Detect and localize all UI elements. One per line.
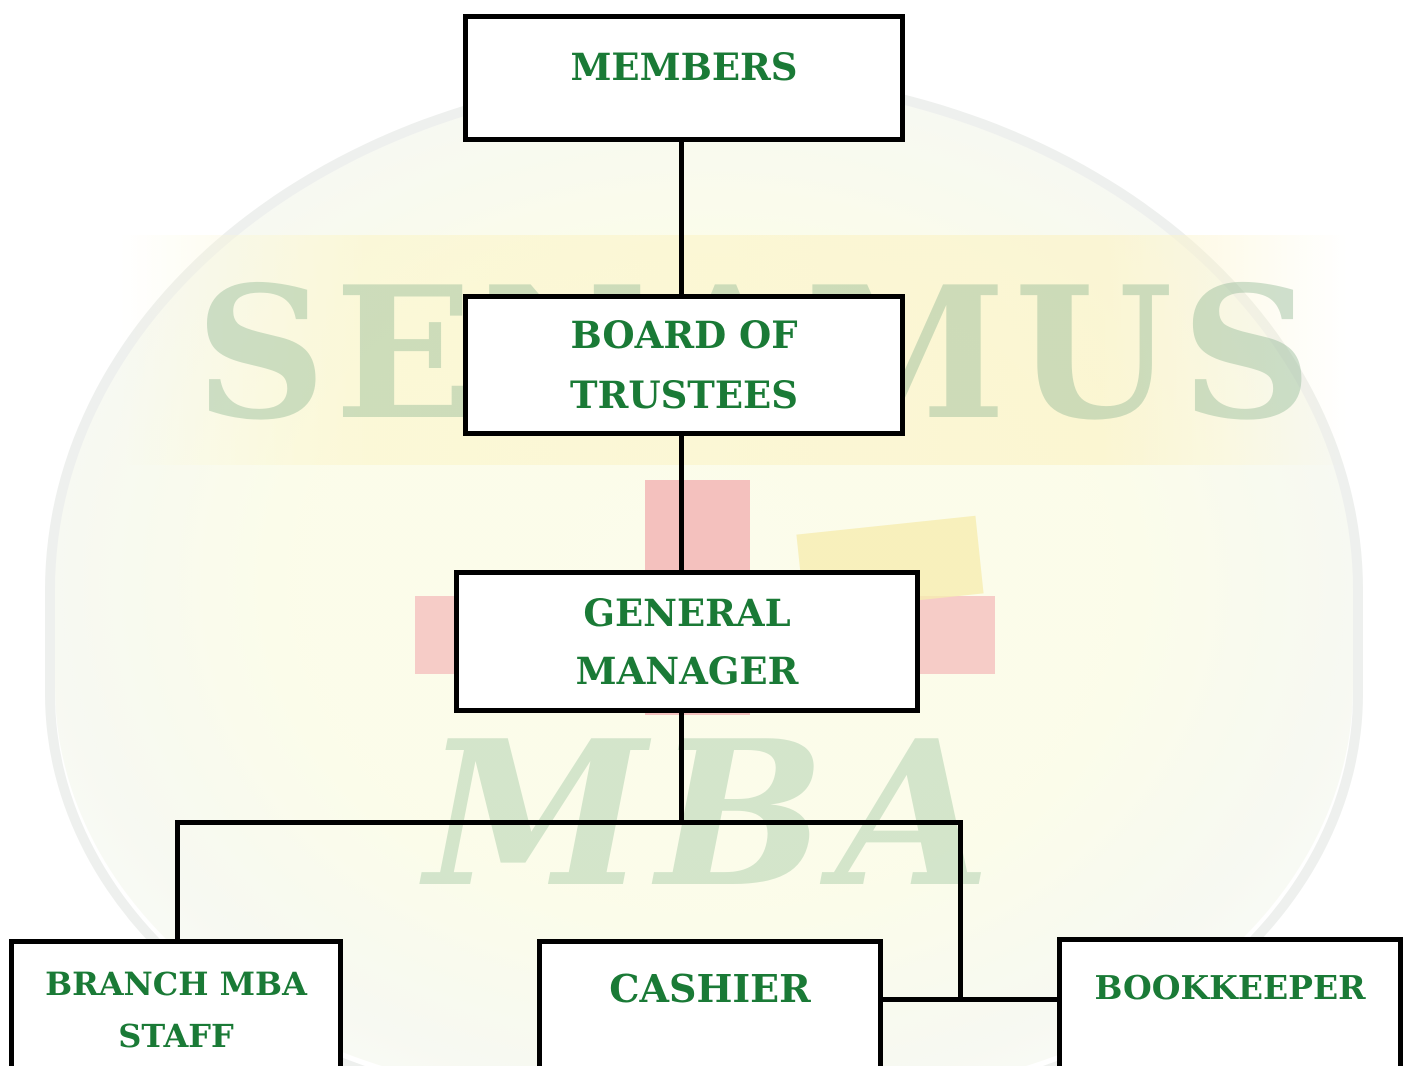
connector-branch-staff-drop xyxy=(175,820,180,941)
connector-branch-bar xyxy=(175,820,963,825)
node-bookkeeper-label: BOOKKEEPER xyxy=(1094,968,1366,1007)
connector-gm-down xyxy=(679,711,684,825)
node-general-manager: GENERAL MANAGER xyxy=(454,570,920,713)
connector-right-drop xyxy=(958,820,963,1002)
node-board-of-trustees: BOARD OF TRUSTEES xyxy=(463,294,905,436)
node-branch-staff-label: BRANCH MBA STAFF xyxy=(45,965,307,1055)
node-general-manager-label: GENERAL MANAGER xyxy=(575,590,799,693)
connector-members-board xyxy=(679,140,684,296)
connector-cashier-bookkeeper xyxy=(881,997,1059,1002)
node-cashier-label: CASHIER xyxy=(609,966,811,1011)
node-branch-mba-staff: BRANCH MBA STAFF xyxy=(9,939,343,1066)
node-members-label: MEMBERS xyxy=(570,45,798,89)
node-members: MEMBERS xyxy=(463,14,905,142)
node-board-label: BOARD OF TRUSTEES xyxy=(570,313,798,417)
connector-board-gm xyxy=(679,434,684,572)
node-cashier: CASHIER xyxy=(537,939,883,1066)
node-bookkeeper: BOOKKEEPER xyxy=(1057,937,1403,1066)
watermark-initials: MBA xyxy=(425,697,1001,932)
